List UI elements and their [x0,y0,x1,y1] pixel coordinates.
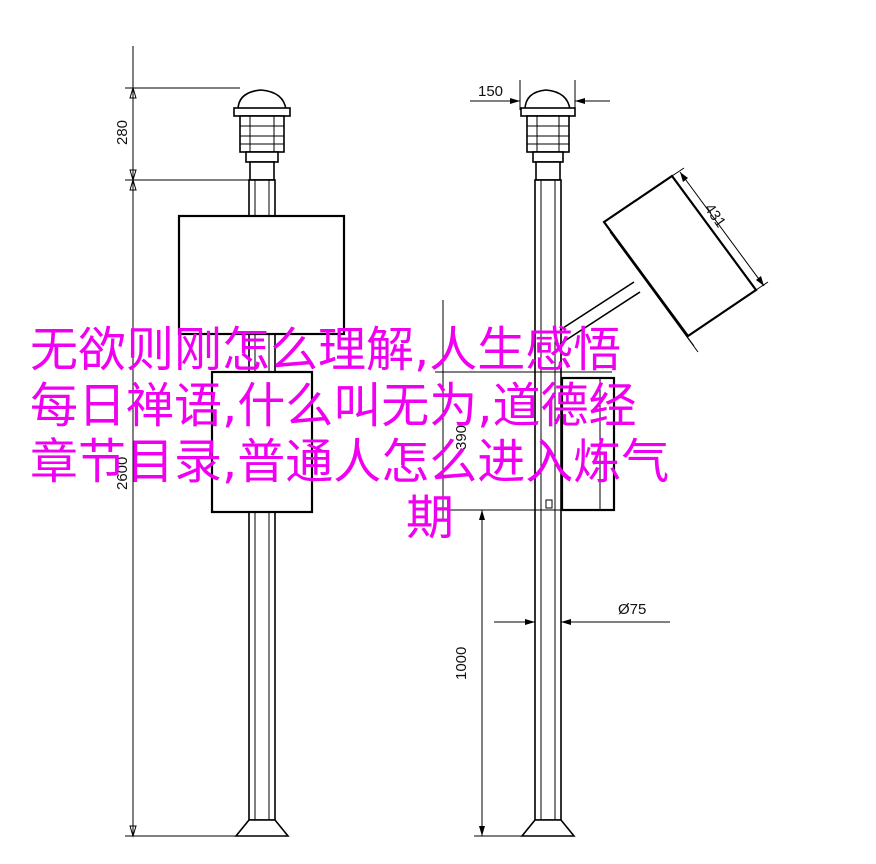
dim-label-2600: 2600 [114,457,131,490]
left-sensor-body [239,115,285,153]
dim-label-150: 150 [478,83,503,100]
dim-label-diameter-75: Ø75 [618,601,646,618]
right-dimension-lines [435,80,769,837]
left-panel-box [177,214,346,336]
left-base [234,819,290,837]
left-sensor-dome [237,89,287,111]
left-dimension-lines [125,46,250,838]
right-solar-panel [602,174,758,338]
right-base [520,819,576,837]
dim-label-280: 280 [114,120,131,145]
left-cabinet [210,370,314,514]
dim-label-390: 390 [453,425,470,450]
dim-label-1000: 1000 [453,647,470,680]
right-pole-assembly [520,89,758,837]
left-sensor-cap [233,107,291,117]
right-cabinet [560,376,616,512]
left-pole-assembly [177,89,346,837]
right-sensor-dome [524,89,571,111]
